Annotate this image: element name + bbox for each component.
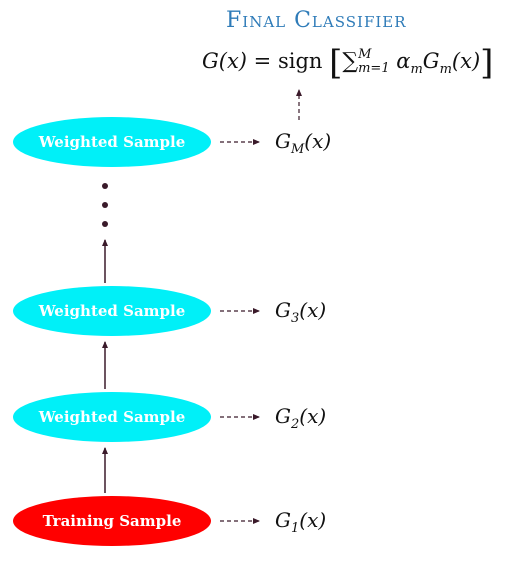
formula-left-bracket: [ [329, 43, 343, 83]
classifier-base: G [275, 129, 291, 153]
ellipsis-dot [102, 202, 108, 208]
classifier-sub: 3 [290, 311, 300, 326]
classifier-label-g3: G3(x) [275, 298, 326, 326]
formula-right-bracket: ] [480, 43, 494, 83]
classifier-arg: (x) [299, 508, 327, 532]
classifier-label-g2: G2(x) [275, 404, 326, 432]
formula-alpha: α [396, 49, 411, 73]
classifier-sub: 1 [290, 521, 300, 536]
node-label-weighted-m: Weighted Sample [38, 133, 186, 151]
formula-sign: sign [277, 49, 323, 73]
final-classifier-title: Final Classifier [226, 8, 407, 33]
classifier-arg: (x) [304, 129, 332, 153]
classifier-base: G [275, 404, 291, 428]
node-label-weighted-2: Weighted Sample [38, 408, 186, 426]
node-label-training: Training Sample [42, 512, 182, 530]
classifier-base: G [275, 298, 291, 322]
formula-alpha-sub: m [410, 62, 423, 78]
node-ellipse-weighted-3 [13, 286, 211, 336]
classifier-sub: 2 [290, 417, 300, 432]
classifier-label-g1: G1(x) [275, 508, 326, 536]
ellipsis-dot [102, 183, 108, 189]
formula-sum-lower: m=1 [358, 61, 390, 76]
formula-g-sub: m [439, 62, 452, 78]
classifier-sub: M [290, 142, 305, 157]
classifier-arg: (x) [299, 298, 327, 322]
classifier-label-gm: GM(x) [275, 129, 331, 157]
classifier-base: G [275, 508, 291, 532]
ellipsis-dot [102, 221, 108, 227]
classifier-arg: (x) [299, 404, 327, 428]
node-label-weighted-3: Weighted Sample [38, 302, 186, 320]
formula-lhs: G(x) = [202, 49, 278, 73]
node-ellipse-training [13, 496, 211, 546]
formula-arg: (x) [451, 49, 481, 73]
formula-g: G [422, 49, 440, 73]
formula-sum-upper: M [358, 47, 372, 63]
node-ellipse-weighted-2 [13, 392, 211, 442]
node-ellipse-weighted-m [13, 117, 211, 167]
formula-sum-symbol: ∑ [342, 49, 359, 74]
